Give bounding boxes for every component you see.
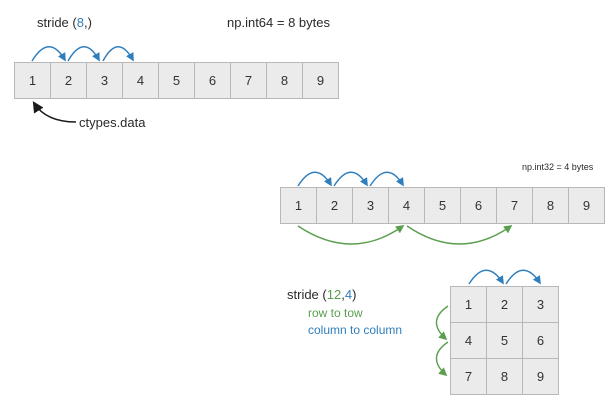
grid-cell: 6 <box>522 322 559 359</box>
middle-row-arrow <box>406 225 513 245</box>
middle-array-cell: 9 <box>568 187 605 224</box>
top-stride-prefix: stride ( <box>37 15 77 30</box>
middle-stride-arrow <box>369 171 404 187</box>
grid-row-arrow <box>435 341 449 377</box>
bottom-stride-label: stride (12,4) <box>287 288 356 301</box>
grid-column-arrow <box>505 269 541 285</box>
top-array-cell: 1 <box>14 62 51 99</box>
pointer-arrow <box>32 101 77 123</box>
top-stride-label: stride (8,) <box>37 16 92 29</box>
bottom-stride-prefix: stride ( <box>287 287 327 302</box>
top-stride-arrow <box>67 46 100 62</box>
bottom-stride-row: 12 <box>326 287 342 302</box>
middle-array: 1 2 3 4 5 6 7 8 9 <box>280 187 605 224</box>
column-to-column-label: column to column <box>308 323 403 337</box>
grid-column-arrow <box>468 269 504 285</box>
bottom-stride-col: 4 <box>344 287 353 302</box>
top-array-cell: 9 <box>302 62 339 99</box>
middle-array-cell: 7 <box>496 187 533 224</box>
middle-stride-arrow <box>333 171 368 187</box>
top-array-cell: 2 <box>50 62 87 99</box>
top-array-cell: 8 <box>266 62 303 99</box>
bottom-stride-suffix: ) <box>352 287 357 302</box>
middle-array-cell: 1 <box>280 187 317 224</box>
middle-array-cell: 6 <box>460 187 497 224</box>
top-stride-arrow <box>102 46 134 62</box>
grid-cell: 2 <box>486 286 523 323</box>
row-to-row-label: row to tow <box>308 306 363 320</box>
middle-stride-arrow <box>297 171 332 187</box>
grid-cell: 5 <box>486 322 523 359</box>
top-array: 1 2 3 4 5 6 7 8 9 <box>14 62 339 99</box>
top-array-cell: 6 <box>194 62 231 99</box>
bottom-stride-sep: , <box>341 287 345 302</box>
top-stride-arrow <box>31 46 66 62</box>
bottom-grid: 1 2 3 4 5 6 7 8 9 <box>450 286 560 396</box>
top-stride-suffix: ,) <box>83 15 92 30</box>
top-dtype-label: np.int64 = 8 bytes <box>227 15 330 30</box>
middle-array-cell: 3 <box>352 187 389 224</box>
pointer-label: ctypes.data <box>79 115 146 130</box>
grid-row-arrow <box>435 305 449 341</box>
top-array-cell: 7 <box>230 62 267 99</box>
top-stride-value: 8 <box>76 15 84 30</box>
middle-row-arrow <box>297 225 405 245</box>
grid-cell: 9 <box>522 358 559 395</box>
middle-dtype-label: np.int32 = 4 bytes <box>522 162 594 172</box>
top-array-cell: 3 <box>86 62 123 99</box>
grid-cell: 4 <box>450 322 487 359</box>
